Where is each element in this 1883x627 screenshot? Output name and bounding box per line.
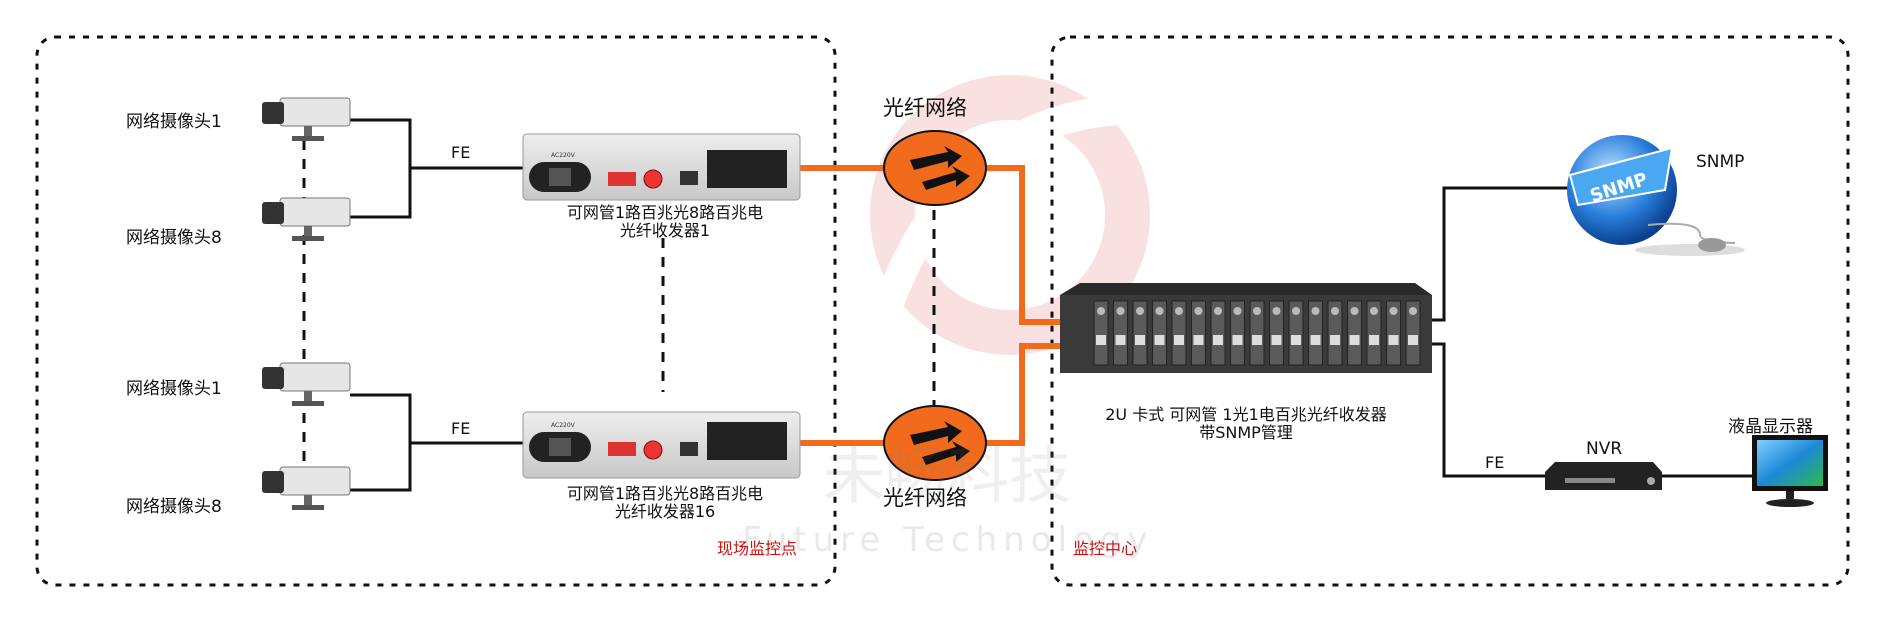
- transceiver-1-label-line1: 可网管1路百兆光8路百兆电: [566, 203, 764, 222]
- slot-rj45-port: [1408, 335, 1418, 345]
- transceiver-1-label-line2: 光纤收发器1: [619, 221, 711, 240]
- chassis-slot: [1366, 300, 1382, 366]
- fiber-network-node-top: [883, 130, 987, 206]
- slot-rj45-port: [1174, 335, 1184, 345]
- chassis-slot: [1347, 300, 1362, 366]
- slot-rj45-port: [1388, 335, 1399, 345]
- fiber-network-label-top: 光纤网络: [883, 96, 967, 120]
- chassis-slot: [1093, 300, 1109, 366]
- watermark-subtext: Future Technology: [742, 520, 1154, 560]
- chassis-slot: [1210, 300, 1226, 366]
- slot-rj45-port: [1135, 335, 1145, 345]
- chassis-slot: [1230, 300, 1245, 366]
- slot-fiber-port: [1311, 307, 1320, 315]
- snmp-globe: SNMP: [1567, 135, 1745, 256]
- slot-fiber-port: [1389, 307, 1398, 315]
- camera-label-1: 网络摄像头1: [126, 112, 222, 132]
- slot-fiber-port: [1214, 307, 1222, 315]
- camera-label-8b: 网络摄像头8: [126, 497, 222, 517]
- slot-fiber-port: [1116, 307, 1125, 315]
- transceiver-16-label: 可网管1路百兆光8路百兆电 光纤收发器16: [540, 485, 790, 521]
- slot-rj45-port: [1349, 335, 1360, 345]
- camera-icon: [262, 466, 351, 510]
- camera-icon: [262, 197, 351, 241]
- transceiver-1-label: 可网管1路百兆光8路百兆电 光纤收发器1: [540, 204, 790, 240]
- chassis-2u: [1060, 283, 1432, 373]
- slot-rj45-port: [1330, 335, 1340, 345]
- slot-rj45-port: [1154, 335, 1165, 345]
- transceiver-1: AC220V: [522, 133, 801, 201]
- chassis-slot: [1171, 300, 1187, 366]
- slot-rj45-port: [1271, 335, 1282, 345]
- snmp-label: SNMP: [1696, 152, 1745, 172]
- slot-rj45-port: [1193, 335, 1204, 345]
- transceiver-16: AC220V: [522, 411, 801, 479]
- slot-fiber-port: [1155, 307, 1164, 315]
- fiber-links: [800, 165, 1060, 446]
- chassis-slot: [1327, 300, 1343, 366]
- chassis-slot: [1152, 300, 1167, 366]
- fe-label-3: FE: [1485, 453, 1505, 472]
- slot-fiber-port: [1331, 307, 1339, 315]
- dashed-links: [302, 140, 936, 472]
- chassis-slot: [1113, 300, 1128, 366]
- slot-rj45-port: [1310, 335, 1321, 345]
- fe-label-2: FE: [451, 419, 471, 438]
- copper-links: [350, 118, 523, 492]
- chassis-slot: [1308, 300, 1323, 366]
- slot-fiber-port: [1194, 307, 1203, 315]
- camera-label-1b: 网络摄像头1: [126, 379, 222, 399]
- chassis-slot: [1191, 300, 1206, 366]
- slot-rj45-port: [1252, 335, 1262, 345]
- panel-text: AC220V: [551, 422, 576, 429]
- chassis-slot: [1249, 300, 1265, 366]
- nvr-device: [1545, 462, 1662, 490]
- slot-fiber-port: [1233, 307, 1242, 315]
- chassis-label-line2: 带SNMP管理: [1199, 423, 1293, 442]
- slot-rj45-port: [1291, 335, 1301, 345]
- chassis-label: 2U 卡式 可网管 1光1电百兆光纤收发器 带SNMP管理: [1060, 406, 1432, 442]
- slot-rj45-port: [1369, 335, 1379, 345]
- center-zone-border: [1050, 35, 1850, 587]
- camera-label-8: 网络摄像头8: [126, 228, 222, 248]
- slot-rj45-port: [1096, 335, 1106, 345]
- panel-text: AC220V: [551, 152, 576, 159]
- center-zone-label: 监控中心: [1073, 539, 1138, 558]
- fe-label-1: FE: [451, 143, 471, 162]
- chassis-slot: [1386, 300, 1401, 366]
- transceiver-16-label-line1: 可网管1路百兆光8路百兆电: [566, 484, 764, 503]
- slot-fiber-port: [1175, 307, 1183, 315]
- slot-fiber-port: [1370, 307, 1378, 315]
- slot-fiber-port: [1292, 307, 1300, 315]
- chassis-label-line1: 2U 卡式 可网管 1光1电百兆光纤收发器: [1105, 405, 1387, 424]
- monitor-label: 液晶显示器: [1728, 417, 1813, 437]
- slot-rj45-port: [1232, 335, 1243, 345]
- chassis-slot: [1405, 300, 1421, 366]
- slot-fiber-port: [1097, 307, 1105, 315]
- chassis-slot: [1132, 300, 1148, 366]
- chassis-slot: [1288, 300, 1304, 366]
- lcd-monitor-icon: [1752, 435, 1828, 507]
- fiber-network-label-bottom: 光纤网络: [883, 486, 967, 510]
- slot-fiber-port: [1272, 307, 1281, 315]
- nvr-label: NVR: [1586, 439, 1623, 459]
- slot-fiber-port: [1136, 307, 1144, 315]
- transceiver-16-label-line2: 光纤收发器16: [614, 502, 716, 521]
- chassis-slot: [1269, 300, 1284, 366]
- slot-fiber-port: [1253, 307, 1261, 315]
- camera-icon: [262, 97, 351, 141]
- slot-rj45-port: [1115, 335, 1126, 345]
- field-zone-label: 现场监控点: [717, 539, 798, 558]
- slot-fiber-port: [1350, 307, 1359, 315]
- watermark-text: 未畅科技: [823, 439, 1072, 512]
- field-zone-border: [35, 35, 837, 587]
- camera-icon: [262, 362, 351, 406]
- slot-fiber-port: [1409, 307, 1417, 315]
- center-copper-links: [1432, 186, 1752, 478]
- cameras: [262, 97, 351, 510]
- fiber-network-node-bottom: [883, 405, 987, 481]
- slot-rj45-port: [1213, 335, 1223, 345]
